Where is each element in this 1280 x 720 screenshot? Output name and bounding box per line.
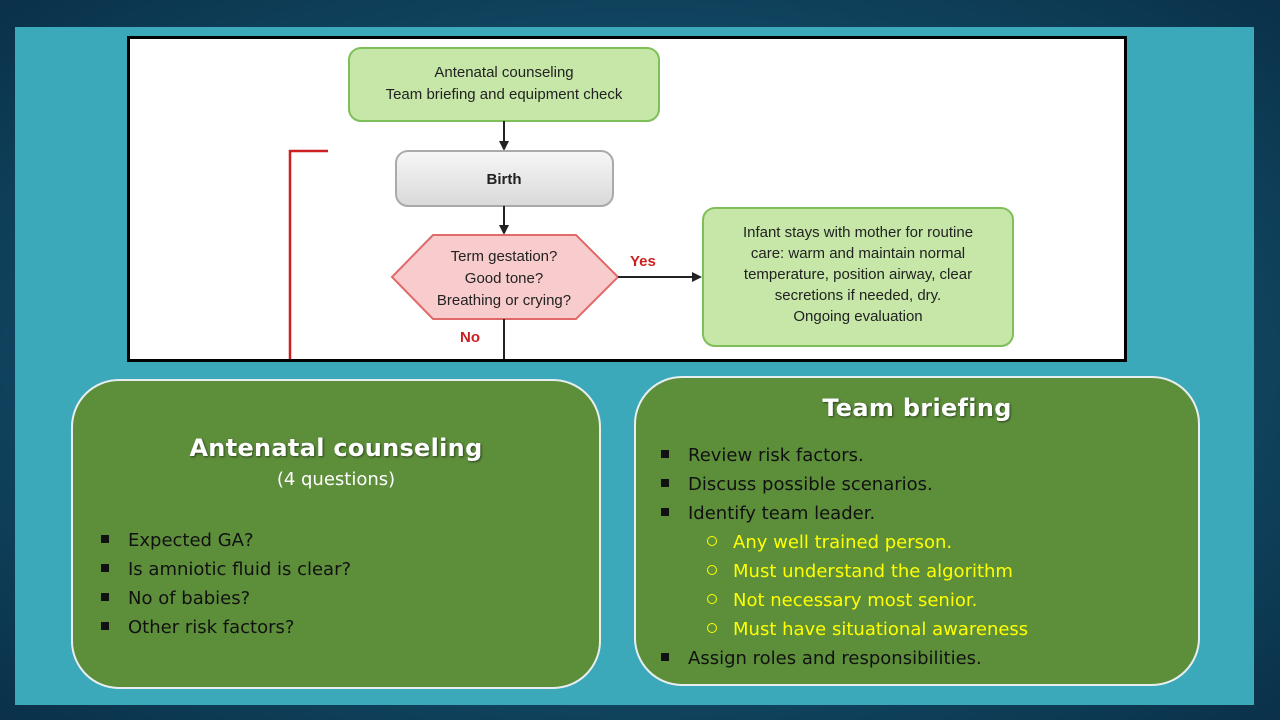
list-item: Discuss possible scenarios. <box>661 470 1028 499</box>
square-bullet-icon <box>661 508 669 516</box>
flowchart-image: Antenatal counseling Team briefing and e… <box>127 36 1127 362</box>
routine-line3: temperature, position airway, clear <box>744 266 972 283</box>
decision-hexagon <box>390 234 620 320</box>
antenatal-box-line1: Antenatal counseling <box>434 64 573 81</box>
list-item: Identify team leader. <box>661 499 1028 528</box>
team-title: Team briefing <box>822 394 1012 422</box>
routine-care-box <box>702 207 1014 347</box>
decision-line2: Good tone? <box>465 270 543 287</box>
list-item: Review risk factors. <box>661 441 1028 470</box>
slide: Antenatal counseling Team briefing and e… <box>15 27 1254 705</box>
list-subitem: Any well trained person. <box>661 528 1028 557</box>
routine-line5: Ongoing evaluation <box>793 308 922 325</box>
circle-bullet-icon <box>707 623 717 633</box>
team-briefing-panel: Team briefing Review risk factors. Discu… <box>634 376 1200 686</box>
no-label: No <box>460 329 480 346</box>
square-bullet-icon <box>101 622 109 630</box>
yes-label: Yes <box>630 253 656 270</box>
antenatal-subtitle: (4 questions) <box>276 469 396 490</box>
square-bullet-icon <box>661 479 669 487</box>
antenatal-box-line2: Team briefing and equipment check <box>386 86 623 103</box>
loop-back-line <box>288 149 328 359</box>
square-bullet-icon <box>661 450 669 458</box>
list-item: Other risk factors? <box>101 613 351 642</box>
square-bullet-icon <box>101 593 109 601</box>
square-bullet-icon <box>101 535 109 543</box>
decision-line3: Breathing or crying? <box>437 292 571 309</box>
antenatal-counseling-panel: Antenatal counseling (4 questions) Expec… <box>71 379 601 689</box>
list-subitem: Must understand the algorithm <box>661 557 1028 586</box>
list-item: No of babies? <box>101 584 351 613</box>
team-briefing-list: Review risk factors. Discuss possible sc… <box>661 441 1028 673</box>
routine-line1: Infant stays with mother for routine <box>743 224 973 241</box>
antenatal-title: Antenatal counseling <box>189 434 483 462</box>
list-subitem: Not necessary most senior. <box>661 586 1028 615</box>
decision-line1: Term gestation? <box>451 248 558 265</box>
routine-line4: secretions if needed, dry. <box>775 287 941 304</box>
flowchart-diagram: Antenatal counseling Team briefing and e… <box>288 47 1014 359</box>
list-item: Assign roles and responsibilities. <box>661 644 1028 673</box>
antenatal-box <box>348 47 660 122</box>
circle-bullet-icon <box>707 536 717 546</box>
list-item: Is amniotic fluid is clear? <box>101 555 351 584</box>
antenatal-questions-list: Expected GA? Is amniotic fluid is clear?… <box>101 526 351 642</box>
circle-bullet-icon <box>707 565 717 575</box>
routine-line2: care: warm and maintain normal <box>751 245 965 262</box>
birth-label: Birth <box>487 171 522 188</box>
square-bullet-icon <box>661 653 669 661</box>
list-subitem: Must have situational awareness <box>661 615 1028 644</box>
square-bullet-icon <box>101 564 109 572</box>
circle-bullet-icon <box>707 594 717 604</box>
list-item: Expected GA? <box>101 526 351 555</box>
